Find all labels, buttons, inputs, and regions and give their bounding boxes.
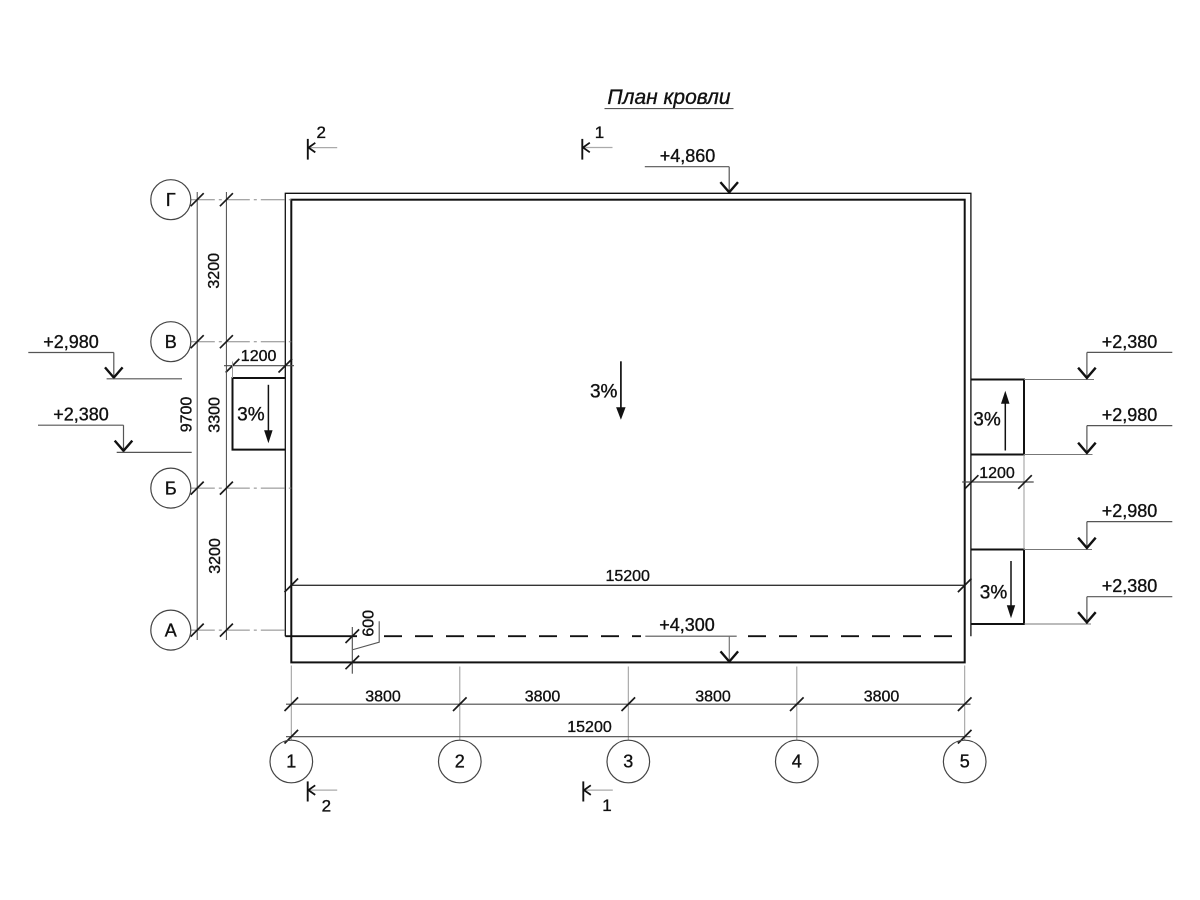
svg-text:3300: 3300	[207, 397, 224, 433]
svg-text:2: 2	[322, 796, 331, 815]
svg-text:3800: 3800	[695, 689, 731, 706]
svg-text:+2,380: +2,380	[1102, 332, 1158, 352]
svg-text:Г: Г	[166, 190, 176, 210]
svg-text:+2,980: +2,980	[1102, 501, 1158, 521]
svg-text:600: 600	[361, 610, 378, 637]
svg-text:3200: 3200	[206, 253, 223, 289]
svg-text:В: В	[165, 332, 177, 352]
svg-text:1: 1	[286, 752, 296, 772]
svg-text:15200: 15200	[567, 719, 612, 736]
svg-text:3%: 3%	[237, 405, 265, 426]
svg-text:+4,860: +4,860	[660, 146, 716, 166]
svg-text:+2,380: +2,380	[53, 405, 109, 425]
svg-text:+2,380: +2,380	[1102, 576, 1158, 596]
svg-text:3%: 3%	[973, 410, 1001, 431]
svg-text:2: 2	[455, 752, 465, 772]
svg-text:3%: 3%	[590, 381, 618, 402]
svg-text:2: 2	[316, 123, 325, 142]
svg-text:А: А	[165, 620, 177, 640]
svg-text:+2,980: +2,980	[1102, 405, 1158, 425]
svg-text:3: 3	[623, 752, 633, 772]
svg-text:4: 4	[792, 752, 802, 772]
svg-text:5: 5	[960, 752, 970, 772]
svg-text:15200: 15200	[605, 568, 650, 585]
svg-text:3800: 3800	[525, 689, 561, 706]
svg-text:План кровли: План кровли	[607, 86, 731, 109]
svg-text:9700: 9700	[178, 397, 195, 433]
svg-text:1200: 1200	[979, 465, 1015, 482]
svg-text:1: 1	[602, 796, 611, 815]
svg-text:3200: 3200	[207, 538, 224, 574]
svg-text:+2,980: +2,980	[43, 332, 99, 352]
svg-text:3800: 3800	[864, 689, 900, 706]
svg-text:+4,300: +4,300	[659, 615, 715, 635]
svg-text:1200: 1200	[241, 348, 277, 365]
svg-text:1: 1	[595, 123, 604, 142]
svg-text:3800: 3800	[365, 689, 401, 706]
svg-text:Б: Б	[165, 478, 177, 498]
svg-text:3%: 3%	[980, 582, 1008, 603]
